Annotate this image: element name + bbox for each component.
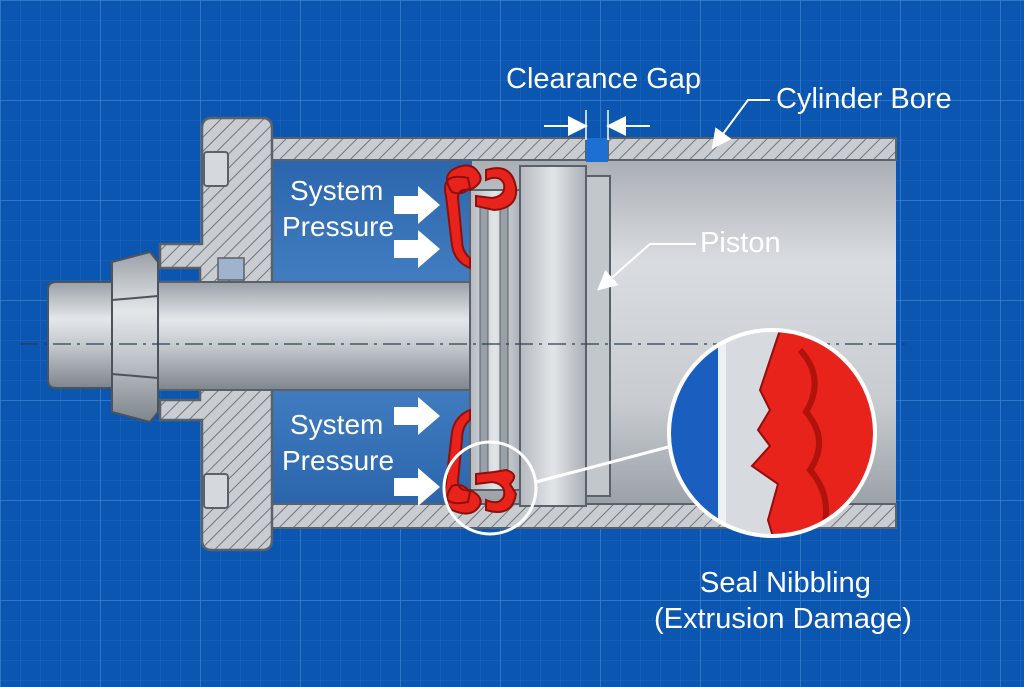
seal-nibbling-label: Seal Nibbling (700, 567, 871, 599)
upper-piston-seal (444, 164, 482, 270)
pressure-arrows (394, 186, 440, 506)
clearance-gap-label: Clearance Gap (506, 63, 701, 95)
callout-connector-line (535, 444, 673, 484)
system-pressure-bottom-line2: Pressure (282, 445, 394, 476)
extrusion-damage-label: (Extrusion Damage) (654, 603, 912, 635)
pressure-arrow-bottom-2 (394, 468, 440, 506)
piston-wear-band (585, 175, 611, 497)
lower-piston-seal (444, 408, 482, 515)
pressure-arrow-top-2 (394, 230, 440, 268)
piston-leader (596, 243, 696, 291)
cylinder-bore-leader (711, 99, 770, 150)
piston-rod (149, 281, 481, 391)
system-pressure-top-line1: System (290, 175, 383, 206)
cylinder-bore-label: Cylinder Bore (776, 83, 952, 115)
piston-seal-groove-land (469, 189, 521, 491)
rod-end-stub (47, 281, 113, 389)
cylinder-wall-top-left (271, 137, 587, 161)
pressure-arrow-bottom-1 (394, 397, 440, 435)
damage-highlight-circle (442, 440, 538, 536)
bolt-hole-bottom (203, 473, 229, 509)
piston-label: Piston (700, 227, 781, 259)
hex-nut (111, 250, 159, 424)
system-pressure-bottom-line1: System (290, 409, 383, 440)
piston-head (519, 165, 587, 507)
bolt-hole-top (203, 151, 229, 187)
system-pressure-top-line2: Pressure (282, 211, 394, 242)
clearance-gap (586, 138, 608, 162)
rod-wiper-seal (217, 257, 245, 281)
pressure-arrow-top-1 (394, 186, 440, 224)
cylinder-wall-top-right (607, 137, 897, 161)
magnifier-ring (667, 328, 877, 538)
